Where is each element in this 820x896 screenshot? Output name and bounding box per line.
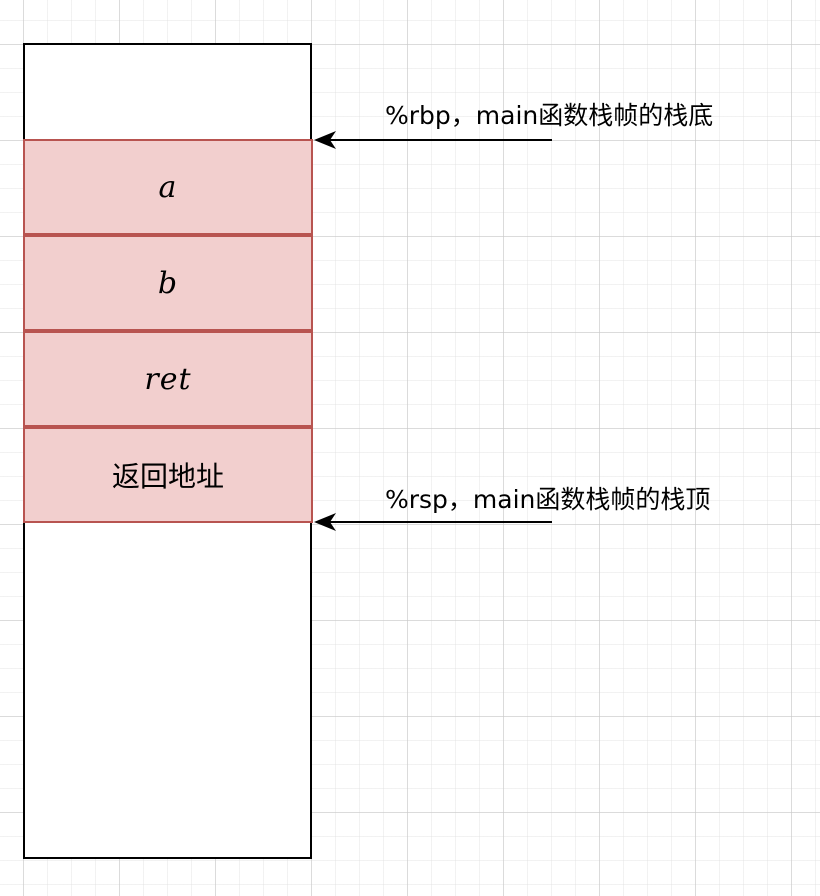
rbp-arrow [314,131,552,149]
stack-cell-label: b [157,265,179,301]
stack-cell-a: a [23,139,313,235]
stack-cell-ret: ret [23,331,313,427]
rbp-label: %rbp，main函数栈帧的栈底 [385,101,714,130]
stack-cell-return-address: 返回地址 [23,427,313,523]
rsp-label: %rsp，main函数栈帧的栈顶 [385,485,711,514]
stack-cell-label: a [158,169,178,205]
stack-cell-label: 返回地址 [111,460,224,493]
stack-cell-label: ret [144,361,192,397]
stack-cell-b: b [23,235,313,331]
rsp-arrow [314,513,552,531]
